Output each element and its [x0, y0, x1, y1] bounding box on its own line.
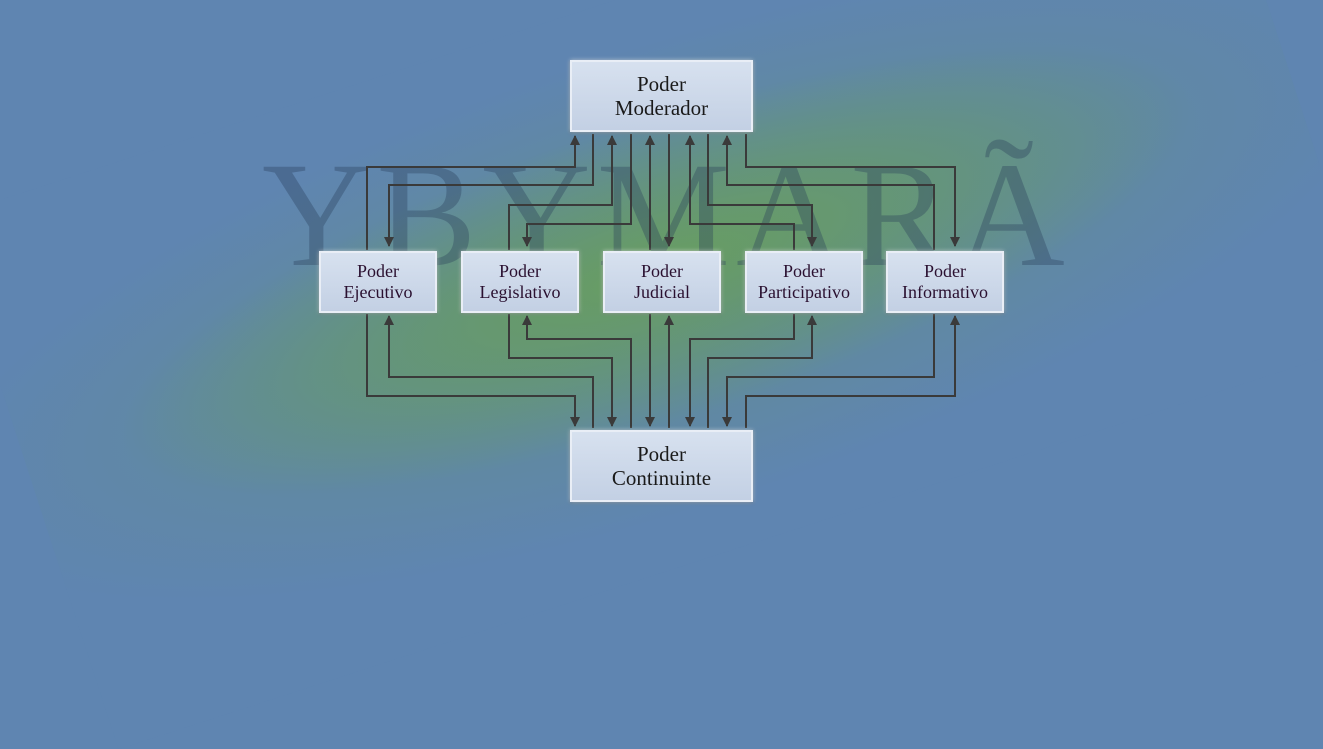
box-poder-ejecutivo: Poder Ejecutivo	[319, 251, 437, 313]
arrow-ejecutivo-to-moderador	[366, 135, 580, 250]
connector-arrows	[366, 134, 960, 428]
box-line2: Moderador	[614, 96, 709, 120]
box-poder-judicial: Poder Judicial	[603, 251, 721, 313]
box-poder-moderador: Poder Moderador	[570, 60, 753, 132]
box-poder-continuinte: Poder Continuinte	[570, 430, 753, 502]
box-poder-legislativo: Poder Legislativo	[461, 251, 579, 313]
box-poder-participativo: Poder Participativo	[745, 251, 863, 313]
arrow-informativo-to-moderador	[722, 135, 935, 250]
arrow-legislativo-to-continuinte	[508, 314, 617, 427]
box-line2: Judicial	[634, 282, 690, 302]
arrow-participativo-to-continuinte	[685, 314, 795, 427]
arrow-participativo-to-moderador	[685, 135, 795, 250]
arrow-moderador-to-participativo	[707, 134, 817, 247]
box-line1: Poder	[783, 261, 825, 282]
box-poder-informativo: Poder Informativo	[886, 251, 1004, 313]
arrow-legislativo-to-moderador	[508, 135, 617, 250]
arrow-moderador-to-ejecutivo	[384, 134, 594, 247]
arrow-continuinte-to-ejecutivo	[384, 315, 594, 428]
arrow-informativo-to-continuinte	[722, 314, 935, 427]
arrow-moderador-to-legislativo	[522, 134, 632, 247]
box-line2: Legislativo	[479, 282, 561, 302]
arrow-moderador-to-informativo	[745, 134, 960, 247]
arrow-continuinte-to-informativo	[745, 315, 960, 428]
box-line1: Poder	[499, 261, 541, 282]
arrow-ejecutivo-to-continuinte	[366, 314, 580, 427]
box-line1: Poder	[924, 261, 966, 282]
box-line1: Poder	[357, 261, 399, 282]
box-line1: Poder	[641, 261, 683, 282]
box-line1: Poder	[637, 71, 686, 96]
arrow-continuinte-to-participativo	[707, 315, 817, 428]
box-line2: Continuinte	[611, 466, 712, 490]
arrow-continuinte-to-legislativo	[522, 315, 632, 428]
box-line2: Ejecutivo	[343, 282, 413, 302]
box-line1: Poder	[637, 441, 686, 466]
box-line2: Informativo	[902, 282, 988, 302]
box-line2: Participativo	[758, 282, 850, 302]
